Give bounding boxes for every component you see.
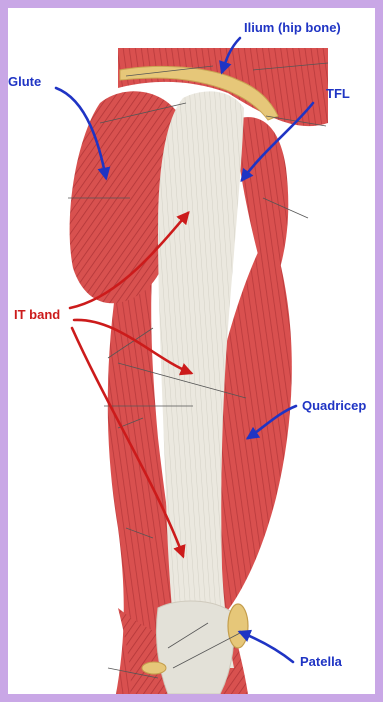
leg-diagram-svg: Ilium (hip bone) Glute TFL IT band Quadr…	[8, 8, 375, 694]
anatomy-illustration: Ilium (hip bone) Glute TFL IT band Quadr…	[8, 8, 375, 694]
label-glute: Glute	[8, 74, 41, 89]
tibial-bone-bit	[142, 662, 166, 674]
label-ilium: Ilium (hip bone)	[244, 20, 341, 35]
label-patella: Patella	[300, 654, 343, 669]
label-tfl: TFL	[326, 86, 350, 101]
patella-bone	[228, 604, 248, 648]
label-quadricep: Quadricep	[302, 398, 366, 413]
arrow-patella-icon	[240, 632, 293, 662]
label-it-band: IT band	[14, 307, 60, 322]
